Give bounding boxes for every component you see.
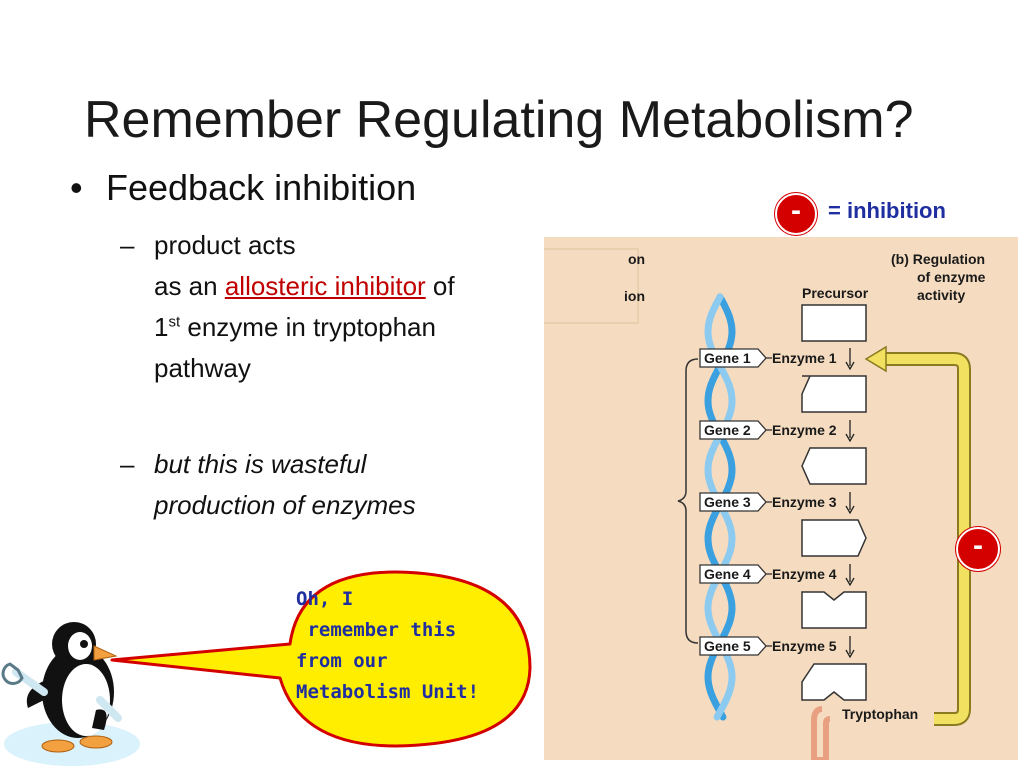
gene-label: Gene 2 xyxy=(704,422,751,438)
allosteric-inhibitor-link[interactable]: allosteric inhibitor xyxy=(224,271,426,301)
mascot-and-bubble xyxy=(1,570,532,766)
gene-box xyxy=(699,348,767,368)
gene-label: Gene 5 xyxy=(704,638,751,654)
intermediate-molecule xyxy=(801,447,867,485)
gene-box xyxy=(699,420,767,440)
gene-label: Gene 3 xyxy=(704,494,751,510)
tryptophan-label: Tryptophan xyxy=(842,706,918,722)
panel-title-line2: of enzyme xyxy=(917,269,986,285)
precursor-box xyxy=(801,304,867,342)
speech-bubble-text: Oh, I remember this from our Metabolism … xyxy=(296,588,480,703)
pathway-svg: on ion (b) Regulation of enzyme activity… xyxy=(544,248,986,760)
panel-title-line1: (b) Regulation xyxy=(891,251,985,267)
feedback-arrow xyxy=(864,345,971,726)
bullet-feedback-inhibition: • Feedback inhibition xyxy=(70,166,416,210)
gene-box xyxy=(699,492,767,512)
sub1-line4: pathway xyxy=(154,353,251,383)
enzyme-label: Enzyme 3 xyxy=(772,494,837,510)
reaction-arrowhead-icon xyxy=(845,577,855,587)
gene-box xyxy=(699,636,767,656)
bullet-marker: • xyxy=(70,167,83,208)
intermediate-molecule xyxy=(801,591,867,629)
sub-bullet-dash: – xyxy=(120,449,135,479)
sub1-line1: product acts xyxy=(154,230,296,260)
tryptophan-label-bg xyxy=(826,702,934,726)
reaction-arrowhead-icon xyxy=(845,505,855,515)
inhibition-legend-text: = inhibition xyxy=(828,198,946,223)
intermediate-molecule xyxy=(801,663,867,701)
feedback-inhibition-badge: - xyxy=(956,527,1000,571)
intermediate-molecule xyxy=(801,375,867,413)
gene-box xyxy=(699,564,767,584)
tryptophan-tail xyxy=(811,706,831,760)
operon-bracket xyxy=(677,358,699,644)
reaction-arrowhead-icon xyxy=(845,433,855,443)
cut-label-2: ion xyxy=(624,288,645,304)
bullet-text: Feedback inhibition xyxy=(106,167,417,208)
enzyme-label: Enzyme 1 xyxy=(772,350,837,366)
sub2-line1: but this is wasteful xyxy=(154,449,367,479)
cut-panel-fragment xyxy=(544,248,639,324)
precursor-label: Precursor xyxy=(802,285,869,301)
inhibition-legend-badge: - xyxy=(775,193,817,235)
sub1-line2: as an allosteric inhibitor of xyxy=(154,271,455,301)
cut-label-1: on xyxy=(628,251,645,267)
reaction-arrowhead-icon xyxy=(845,361,855,371)
sub2-line2: production of enzymes xyxy=(154,490,416,520)
superscript-st: st xyxy=(168,313,181,331)
tryptophan-pathway-diagram: on ion (b) Regulation of enzyme activity… xyxy=(544,237,1018,760)
feedback-arrowhead-icon xyxy=(864,345,887,373)
panel-title-line3: activity xyxy=(917,287,965,303)
reaction-arrowhead-icon xyxy=(845,649,855,659)
penguin-with-wrench-icon xyxy=(1,622,122,753)
enzyme-label: Enzyme 4 xyxy=(772,566,837,582)
speech-bubble xyxy=(110,570,532,748)
enzyme-label: Enzyme 2 xyxy=(772,422,837,438)
enzyme-label: Enzyme 5 xyxy=(772,638,837,654)
slide-title: Remember Regulating Metabolism? xyxy=(84,91,914,149)
gene-label: Gene 4 xyxy=(704,566,751,582)
gene-label: Gene 1 xyxy=(704,350,751,366)
intermediate-molecule xyxy=(801,519,867,557)
sub-bullet-dash: – xyxy=(120,230,135,260)
sub1-line3: 1st enzyme in tryptophan xyxy=(154,312,436,342)
